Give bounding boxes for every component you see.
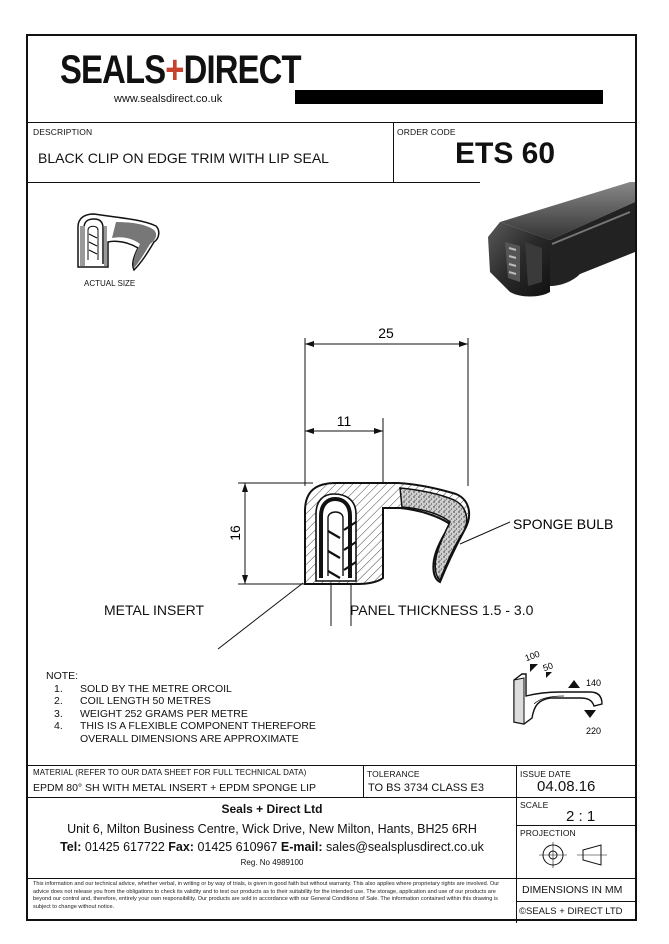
divider [28,122,635,123]
tel-label: Tel: [60,840,82,854]
drawing-sheet: SEALS+DIRECT www.sealsdirect.co.uk DESCR… [26,34,637,923]
logo-text-right: DIRECT [183,48,302,92]
projection-label: PROJECTION [520,828,576,838]
cross-section-drawing: 25 11 16 SPONGE BULB [227,326,613,626]
metal-insert-label: METAL INSERT [104,602,205,618]
note-item: 4.THIS IS A FLEXIBLE COMPONENT THEREFORE [54,720,316,733]
material-label: MATERIAL (REFER TO OUR DATA SHEET FOR FU… [33,768,307,777]
divider [28,797,635,798]
leader-line [459,521,511,545]
hardness-50: 50 [542,660,555,673]
metal-insert-leader [217,582,304,650]
email-label: E-mail: [280,840,323,854]
logo-text-left: SEALS [60,48,166,92]
sponge-bulb [399,487,468,582]
metal-insert [319,496,352,578]
dim-inner-label: 11 [337,413,352,429]
actual-size-icon [77,213,160,272]
note-item: 3.WEIGHT 252 GRAMS PER METRE [54,707,248,720]
company-address: Unit 6, Milton Business Centre, Wick Dri… [67,822,477,836]
panel-thickness-label: PANEL THICKNESS 1.5 - 3.0 [350,602,534,618]
website-link[interactable]: www.sealsdirect.co.uk [114,93,223,105]
grip-fingers [327,521,357,579]
tolerance-value: TO BS 3734 CLASS E3 [368,782,484,794]
description-label: DESCRIPTION [33,127,93,137]
header-bar [295,90,603,104]
tolerance-label: TOLERANCE [367,769,420,779]
email-link[interactable]: sales@sealsplusdirect.co.uk [322,840,484,854]
company-reg: Reg. No 4989100 [240,858,304,867]
company-contact: Tel: 01425 617722 Fax: 01425 610967 E-ma… [28,840,516,854]
dim-height-label: 16 [227,525,243,541]
product-photo [480,182,635,300]
note-item: 1.SOLD BY THE METRE ORCOIL [54,682,232,695]
dimensions-note: DIMENSIONS IN MM [522,884,623,896]
actual-size-label: ACTUAL SIZE [84,279,136,288]
channel [315,493,357,582]
metal-insert-inner [327,511,344,576]
description-value: BLACK CLIP ON EDGE TRIM WITH LIP SEAL [38,150,329,166]
hardness-100: 100 [524,649,542,664]
dim-width-label: 25 [378,326,394,341]
company-logo: SEALS+DIRECT [60,48,302,93]
hardness-diagram: 100 50 140 220 [513,649,603,736]
order-code-label: ORDER CODE [397,127,456,137]
disclaimer-text: This information and our technical advic… [33,881,500,910]
material-value: EPDM 80° SH WITH METAL INSERT + EPDM SPO… [33,782,316,794]
fax-label: Fax: [168,840,194,854]
divider [28,765,635,766]
divider [28,878,635,879]
notes-title: NOTE: [46,670,79,682]
company-name: Seals + Direct Ltd [221,802,323,816]
arrowhead [305,428,383,434]
fax-value: 01425 610967 [193,840,281,854]
issue-date-value: 04.08.16 [537,778,596,795]
tel-value[interactable]: 01425 617722 [81,840,169,854]
divider [393,122,394,182]
notes-block: NOTE: 1.SOLD BY THE METRE ORCOIL 2.COIL … [46,670,316,746]
sponge-bulb-label: SPONGE BULB [513,516,613,532]
hardness-220: 220 [586,726,601,736]
hardness-140: 140 [586,678,601,688]
copyright: ©SEALS + DIRECT LTD [519,906,623,917]
divider [363,765,364,797]
issue-date-label: ISSUE DATE [520,769,571,779]
divider [516,765,517,923]
divider [516,825,635,826]
order-code-value: ETS 60 [455,137,556,170]
scale-label: SCALE [520,800,549,810]
logo-plus: + [165,48,184,92]
note-item: 2.COIL LENGTH 50 METRES [54,695,211,708]
projection-symbol [539,842,607,868]
scale-value: 2 : 1 [566,808,596,825]
divider [516,901,635,902]
divider [28,182,480,183]
note-item: OVERALL DIMENSIONS ARE APPROXIMATE [80,732,299,745]
